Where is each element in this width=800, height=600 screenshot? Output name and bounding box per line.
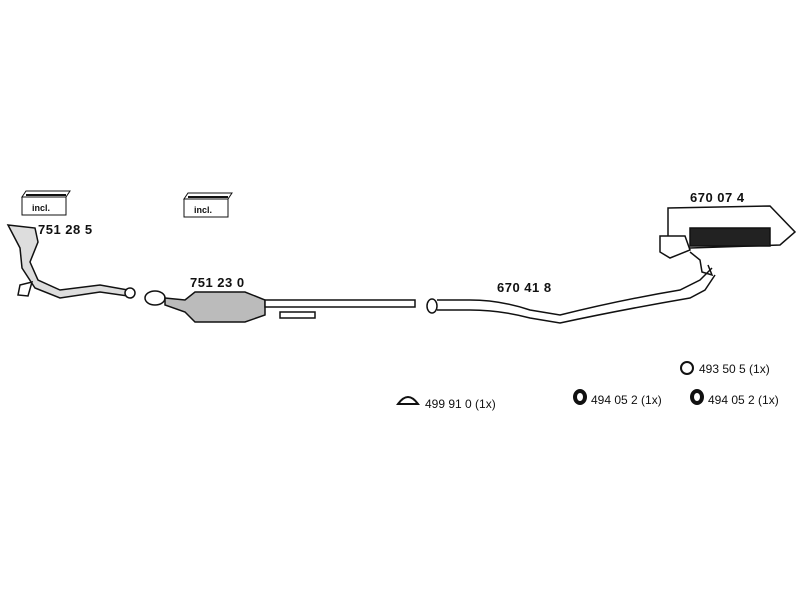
included-label: incl. [194,205,213,215]
clamp-icon [396,396,420,405]
fitting-hanger-a-label: 494 05 2 (1x) [591,393,662,407]
middle-pipe-drawing [426,267,716,324]
front-pipe-drawing [6,224,136,299]
included-kit-box-front: incl. [18,185,74,217]
fitting-ring-label: 493 50 5 (1x) [699,362,770,376]
catalyst-drawing [144,290,416,323]
included-label: incl. [32,203,51,213]
part-number-rear-silencer: 670 07 4 [690,190,745,205]
rear-silencer-drawing [659,205,797,277]
part-number-catalyst: 751 23 0 [190,275,245,290]
part-number-front-pipe: 751 28 5 [38,222,93,237]
fitting-clamp-label: 499 91 0 (1x) [425,397,496,411]
included-kit-box-catalyst: incl. [180,187,236,219]
hanger-b-icon [690,389,704,405]
ring-icon [680,361,694,375]
part-number-middle-pipe: 670 41 8 [497,280,552,295]
fitting-hanger-b-label: 494 05 2 (1x) [708,393,779,407]
kit-icon [183,192,233,218]
hanger-a-icon [573,389,587,405]
kit-icon [21,190,71,216]
